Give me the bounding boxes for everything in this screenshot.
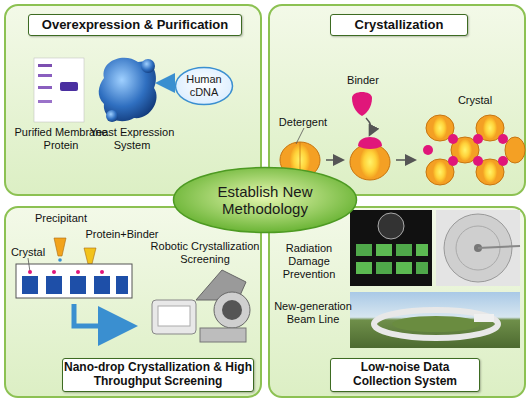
caption-label: New-generation Beam Line	[272, 300, 354, 326]
section-title: Nano-drop Crystallization & High Through…	[62, 358, 254, 392]
center-ellipse: Establish New Methodology	[172, 166, 358, 234]
caption-label: Protein+Binder	[80, 228, 164, 241]
caption-label: Crystal	[450, 94, 500, 107]
caption-label: Radiation Damage Prevention	[272, 242, 346, 282]
node-text: Establish New Methodology	[205, 183, 325, 218]
caption-label: Robotic Crystallization Screening	[146, 240, 264, 266]
caption-label: Yeast Expression System	[86, 126, 178, 152]
source-ellipse: Human cDNA	[174, 66, 234, 106]
section-title: Overexpression & Purification	[28, 14, 242, 36]
section-title: Low-noise Data Collection System	[330, 358, 480, 392]
ellipse-shape	[174, 168, 357, 233]
section-title: Crystallization	[330, 14, 468, 36]
caption-label: Crystal	[6, 246, 50, 259]
ellipse-shape	[176, 68, 233, 105]
node-text: Human cDNA	[181, 73, 227, 98]
caption-label: Binder	[340, 74, 386, 87]
section-panel: Overexpression & PurificationHuman cDNA	[4, 4, 262, 196]
caption-label: Detergent	[272, 116, 334, 129]
caption-label: Precipitant	[28, 212, 94, 225]
